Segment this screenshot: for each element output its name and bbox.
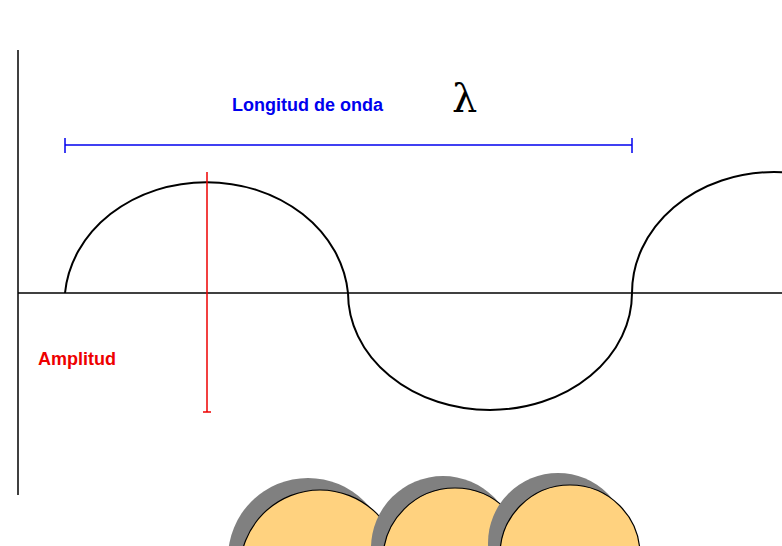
amplitude-line [203,172,211,412]
horizontal-axis [18,292,782,294]
wave-curve [65,172,782,410]
amplitude-label: Amplitud [38,350,116,370]
wavelength-label: Longitud de onda [232,96,383,116]
wavelength-bracket [65,138,632,153]
vertical-axis [17,50,19,495]
lambda-symbol: λ [452,76,477,120]
cloud-circles [108,473,640,546]
